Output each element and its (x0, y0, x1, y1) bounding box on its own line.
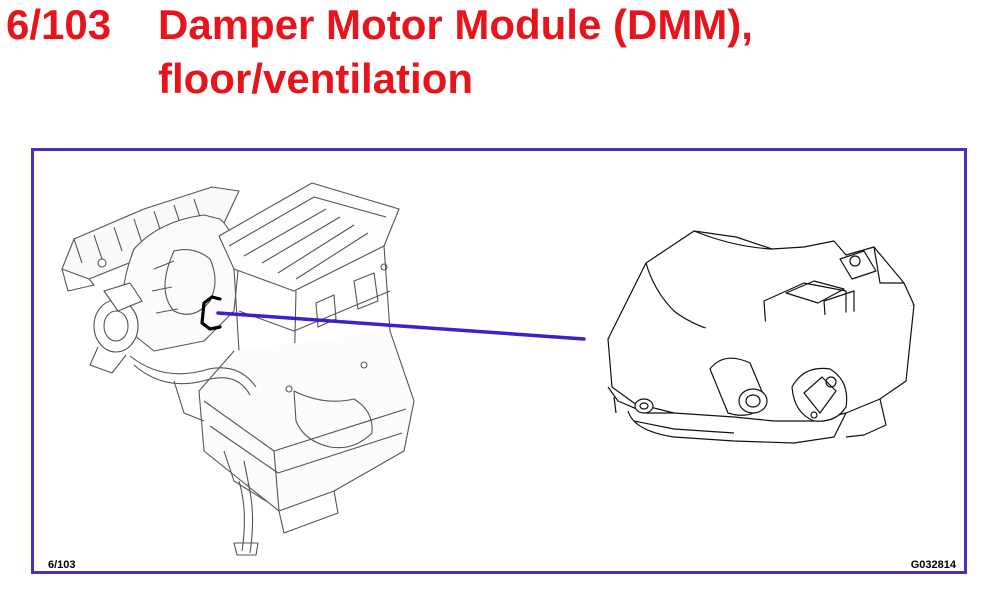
figure-code: 6/103 (6, 1, 112, 48)
leader-line (216, 311, 586, 341)
damper-motor-module-drawing (607, 230, 915, 444)
page-title-line-2: floor/ventilation (158, 55, 473, 102)
dmm-location-highlight (200, 295, 222, 331)
page-title-line-1: Damper Motor Module (DMM), (158, 1, 753, 48)
illustration-frame: 6/103 G032814 (31, 148, 967, 574)
figure-ref-right: G032814 (910, 559, 956, 571)
illustration-svg (61, 182, 915, 556)
figure-ref-left: 6/103 (48, 559, 76, 571)
hvac-unit-drawing (61, 182, 415, 556)
